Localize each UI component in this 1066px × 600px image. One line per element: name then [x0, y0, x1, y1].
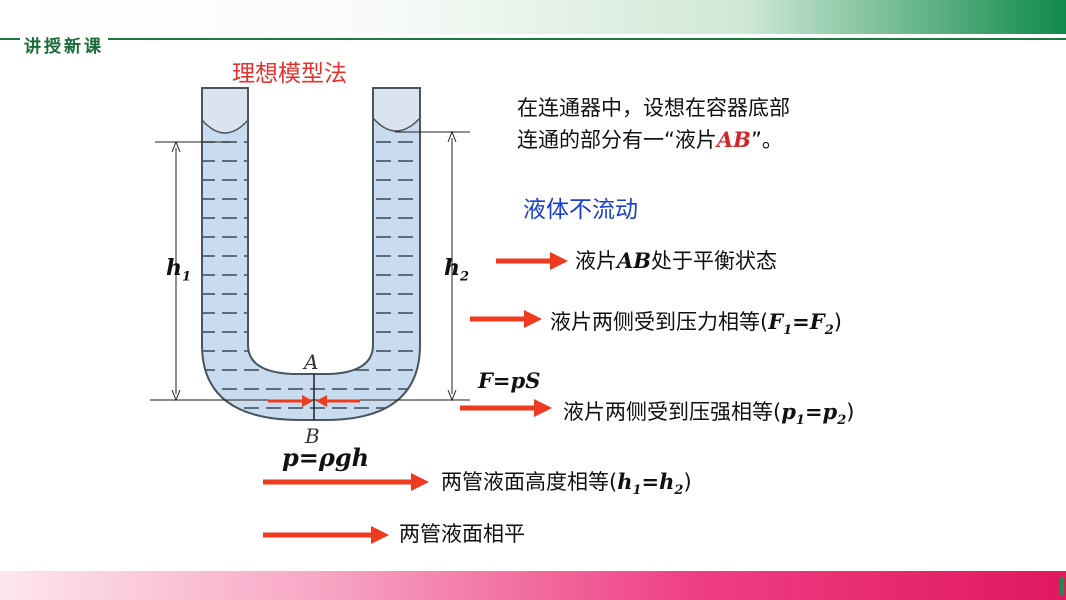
step-arrow-1	[496, 252, 568, 270]
step-2-text: 液片两侧受到压力相等(F1=F2)	[550, 309, 842, 339]
step-1-text: 液片AB处于平衡状态	[575, 248, 778, 273]
method-title: 理想模型法	[232, 61, 347, 87]
step-5-text: 两管液面相平	[399, 522, 525, 546]
tube-outline	[201, 87, 421, 421]
section-tag: 讲授新课	[20, 32, 108, 57]
step-4-text: 两管液面高度相等(h1=h2)	[441, 469, 692, 499]
bottom-footer-bar	[0, 571, 1066, 600]
point-a-label: A	[304, 350, 319, 374]
intro-line-1: 在连通器中，设想在容器底部	[517, 96, 790, 120]
h2-label: h2	[444, 255, 470, 285]
top-header-bar	[0, 0, 1066, 34]
h1-label: h1	[166, 255, 192, 285]
step-arrow-5	[263, 526, 389, 544]
step-arrow-4	[263, 473, 429, 491]
force-formula: F=pS	[478, 368, 541, 393]
liquid-dashes	[202, 135, 420, 420]
intro-ab-highlight: AB	[716, 127, 751, 152]
pressure-formula: p=ρgh	[282, 443, 370, 472]
corner-mark	[1060, 577, 1064, 595]
step-arrow-2	[470, 310, 542, 328]
point-b-label: B	[305, 424, 320, 448]
header-divider	[0, 38, 1066, 40]
no-flow-text: 液体不流动	[523, 197, 638, 223]
step-3-text: 液片两侧受到压强相等(p1=p2)	[563, 399, 855, 429]
step-arrow-3	[460, 399, 552, 417]
intro-line-2: 连通的部分有一“液片AB”。	[517, 127, 783, 152]
